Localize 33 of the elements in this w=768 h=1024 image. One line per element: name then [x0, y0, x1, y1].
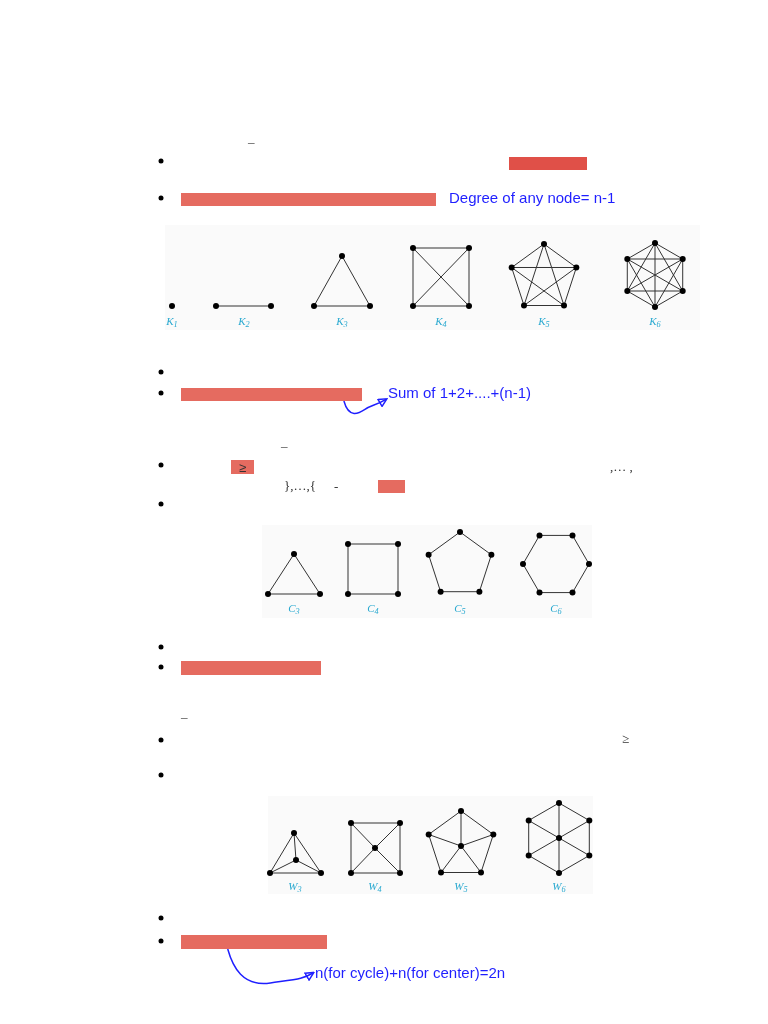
- graph-label: W$_{6}$: [552, 879, 566, 893]
- graph-label: K$_{3}$: [336, 314, 348, 328]
- math-symbol: –: [181, 709, 188, 725]
- graph-label: K$_{5}$: [538, 314, 550, 328]
- highlight-bar: [181, 935, 327, 949]
- highlight-bar: ≥: [231, 460, 254, 474]
- math-symbol: –: [248, 134, 255, 150]
- highlight-bar: [181, 388, 362, 401]
- graph-label: W$_{3}$: [288, 879, 302, 893]
- graph-label: W$_{4}$: [368, 879, 382, 893]
- graph-label: C$_{3}$: [288, 601, 300, 615]
- arrow: [343, 398, 388, 415]
- graph-label: C$_{4}$: [367, 601, 379, 615]
- annotation-text: n(for cycle)+n(for center)=2n: [315, 964, 506, 982]
- graph-label: K$_{6}$: [649, 314, 661, 328]
- graph-label: K$_{1}$: [166, 314, 178, 328]
- highlight-bar: [378, 480, 405, 493]
- arrow: [226, 948, 315, 985]
- math-symbol: ≥: [622, 731, 630, 747]
- annotation-text: Sum of 1+2+....+(n-1): [388, 384, 531, 402]
- graph-label: K$_{4}$: [435, 314, 447, 328]
- math-symbol: ,… ,: [610, 459, 633, 475]
- highlight-bar: [181, 661, 321, 675]
- graph-label: K$_{2}$: [238, 314, 250, 328]
- graph-label: W$_{5}$: [454, 879, 468, 893]
- graph-label: C$_{6}$: [550, 601, 562, 615]
- math-symbol: -: [334, 479, 339, 495]
- math-symbol: },…,{: [284, 478, 316, 494]
- math-symbol: –: [281, 438, 288, 454]
- annotation-text: Degree of any node= n-1: [449, 189, 616, 207]
- highlight-bar: [181, 193, 436, 206]
- graph-label: C$_{5}$: [454, 601, 466, 615]
- highlight-bar: [509, 157, 587, 170]
